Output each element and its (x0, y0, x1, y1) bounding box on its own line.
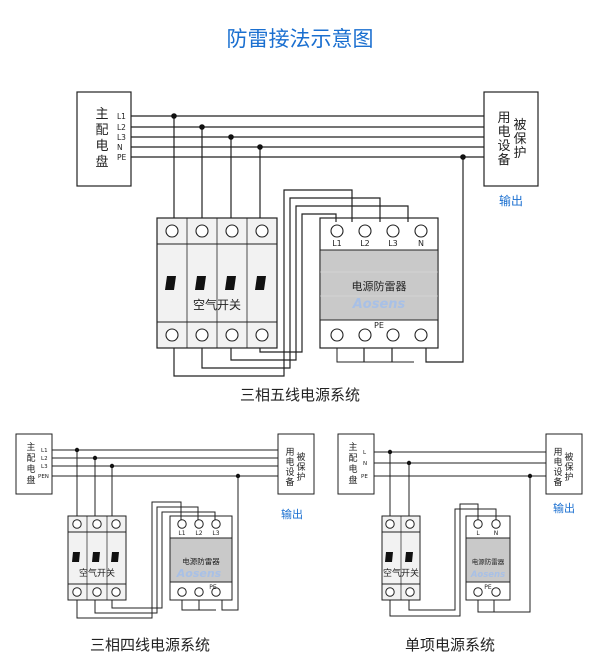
panel-char: 电 (95, 139, 108, 154)
spd-pe-label: PE (374, 321, 384, 330)
breaker-label: 空气开关 (193, 297, 241, 312)
main-distribution-panel (337, 433, 375, 495)
panel-char: 主 (348, 441, 357, 453)
device-char: 保 (513, 132, 526, 147)
breaker-label: 空气开关 (79, 567, 115, 579)
device-char: 被 (513, 118, 526, 133)
device-char: 电 (497, 125, 510, 140)
panel-char: 盘 (348, 474, 357, 486)
panel-char: 配 (348, 453, 357, 464)
panel-char: 电 (348, 463, 357, 475)
line-label: N (117, 143, 123, 152)
spd-terminal-label: L1 (178, 530, 185, 537)
device-char: 护 (296, 471, 305, 483)
terminals-main (165, 224, 428, 342)
wire-l2-to-spd (201, 197, 381, 369)
panel-char: 主 (26, 441, 35, 453)
panel-char: 盘 (26, 474, 35, 486)
device-char: 用 (553, 447, 562, 458)
main-distribution-panel (76, 91, 132, 187)
device-char: 备 (285, 476, 294, 488)
spd-name-label: 电源防雷器 (352, 279, 407, 293)
brand-watermark: Aosens (352, 297, 406, 312)
breaker-handles-main (165, 276, 266, 290)
caption-single-phase: 单项电源系统 (405, 636, 495, 654)
wire-n-to-spd (259, 213, 337, 353)
device-char: 被 (296, 451, 305, 463)
spd-terminal-label: L1 (332, 239, 342, 248)
device-char: 设 (497, 139, 510, 154)
device-char: 保 (564, 461, 573, 473)
brand-watermark: Aosens (176, 567, 222, 580)
spd-terminal-label: N (418, 239, 424, 248)
pe-ground-wire (425, 157, 464, 363)
wire-l1-to-spd (173, 189, 353, 377)
line-label: PE (117, 153, 127, 162)
device-char: 备 (553, 476, 562, 488)
device-char: 护 (564, 471, 573, 483)
device-char: 设 (553, 467, 562, 478)
device-char: 保 (296, 461, 305, 473)
line-label: L2 (41, 456, 48, 462)
caption-three-phase-four-wire: 三相四线电源系统 (90, 636, 210, 654)
three-phase-four-wire-diagram (15, 433, 315, 619)
protected-equipment-box (545, 433, 583, 495)
line-label: L3 (41, 464, 48, 470)
wire-l3-to-spd (230, 205, 409, 361)
terminals-left (72, 519, 221, 597)
line-label: PE (361, 474, 368, 480)
spd-terminal-label: L3 (212, 530, 219, 537)
brand-watermark: Aosens (470, 570, 505, 580)
line-label: L1 (41, 448, 48, 454)
spd-terminal-label: L2 (195, 530, 202, 537)
line-label: PEN (38, 474, 49, 480)
device-char: 设 (285, 467, 294, 478)
device-char: 护 (513, 146, 526, 161)
single-phase-diagram (337, 433, 583, 617)
spd-pe-label: PE (209, 584, 217, 591)
spd-name-label: 电源防雷器 (472, 557, 505, 566)
main-distribution-panel (15, 433, 53, 495)
spd-terminal-label: L (476, 530, 480, 537)
device-char: 备 (497, 152, 510, 168)
panel-char: 盘 (95, 154, 108, 170)
panel-char: 主 (95, 107, 108, 122)
panel-char: 配 (95, 123, 108, 138)
breaker-label: 空气开关 (383, 567, 419, 579)
spd-terminal-label: L2 (360, 239, 370, 248)
device-char: 电 (553, 456, 562, 468)
breaker-handles-right (385, 552, 413, 562)
spd-name-label: 电源防雷器 (182, 556, 220, 566)
spd-terminal-label: L3 (388, 239, 398, 248)
line-label: L2 (117, 123, 126, 132)
protected-equipment-box (277, 433, 315, 495)
spd-terminal-label: N (494, 530, 499, 537)
output-label: 输出 (281, 507, 303, 521)
output-label: 输出 (553, 501, 575, 515)
device-char: 用 (285, 447, 294, 458)
protected-equipment-box (483, 91, 539, 187)
line-label: N (363, 461, 367, 467)
breaker-handles-left (72, 552, 119, 562)
panel-char: 配 (26, 453, 35, 464)
terminals-right (385, 519, 501, 597)
junction-dots-main (171, 113, 466, 160)
panel-char: 电 (26, 463, 35, 475)
line-label: L1 (117, 112, 126, 121)
device-char: 用 (497, 111, 510, 126)
three-phase-five-wire-diagram (76, 91, 539, 377)
device-char: 被 (564, 451, 573, 463)
device-char: 电 (285, 456, 294, 468)
line-label: L (363, 450, 367, 456)
junction-dots-right (387, 449, 533, 479)
junction-dots-left (74, 447, 241, 479)
line-label: L3 (117, 133, 126, 142)
spd-pe-label: PE (484, 584, 492, 591)
output-label: 输出 (499, 193, 523, 208)
caption-three-phase-five-wire: 三相五线电源系统 (240, 386, 360, 404)
diagram-title: 防雷接法示意图 (227, 27, 374, 51)
